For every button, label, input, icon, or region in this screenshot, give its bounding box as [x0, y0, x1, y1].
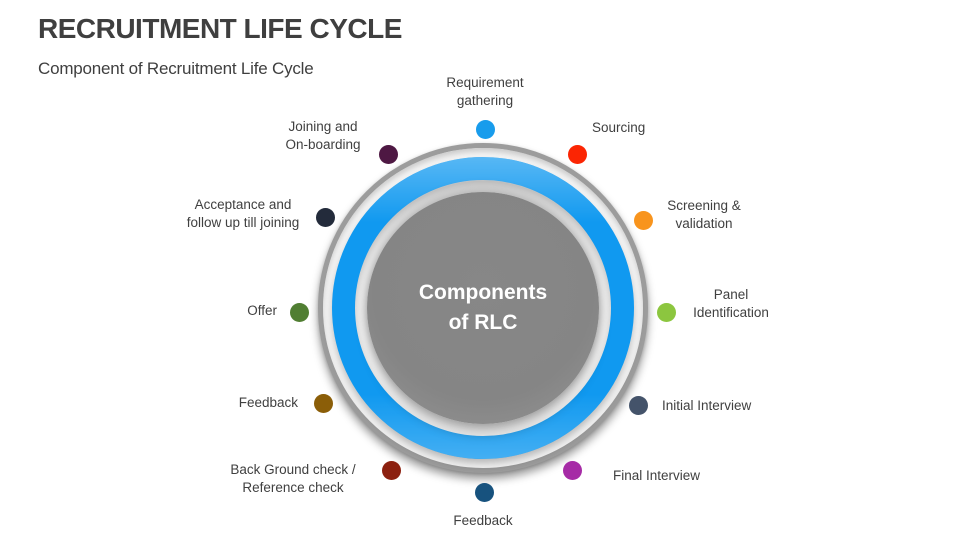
label-offer: Offer [247, 303, 277, 318]
dot-background-check [382, 461, 401, 480]
dot-screening-validation [634, 211, 653, 230]
label-panel-identification: Panel Identification [693, 287, 769, 320]
dot-sourcing [568, 145, 587, 164]
dot-feedback-bottom [475, 483, 494, 502]
dot-joining-onboarding [379, 145, 398, 164]
page-title: RECRUITMENT LIFE CYCLE [38, 13, 402, 44]
dot-final-interview [563, 461, 582, 480]
dot-requirement-gathering [476, 120, 495, 139]
dot-feedback-left [314, 394, 333, 413]
dot-acceptance-follow-up [316, 208, 335, 227]
dot-panel-identification [657, 303, 676, 322]
label-sourcing: Sourcing [592, 120, 646, 135]
label-joining-onboarding: Joining and On-boarding [285, 119, 361, 152]
label-acceptance-follow-up: Acceptance and follow up till joining [186, 197, 300, 230]
page-subtitle: Component of Recruitment Life Cycle [38, 59, 314, 78]
center-circle-label: Components of RLC [418, 281, 548, 334]
label-final-interview: Final Interview [613, 468, 701, 483]
dot-initial-interview [629, 396, 648, 415]
label-initial-interview: Initial Interview [662, 398, 752, 413]
label-feedback-left: Feedback [238, 395, 298, 410]
label-screening-validation: Screening & validation [667, 198, 741, 231]
label-requirement-gathering: Requirement gathering [446, 75, 524, 108]
label-feedback-bottom: Feedback [453, 513, 513, 528]
center-circle: Components of RLC [367, 192, 599, 424]
label-background-check: Back Ground check / Reference check [230, 462, 356, 495]
dot-offer [290, 303, 309, 322]
